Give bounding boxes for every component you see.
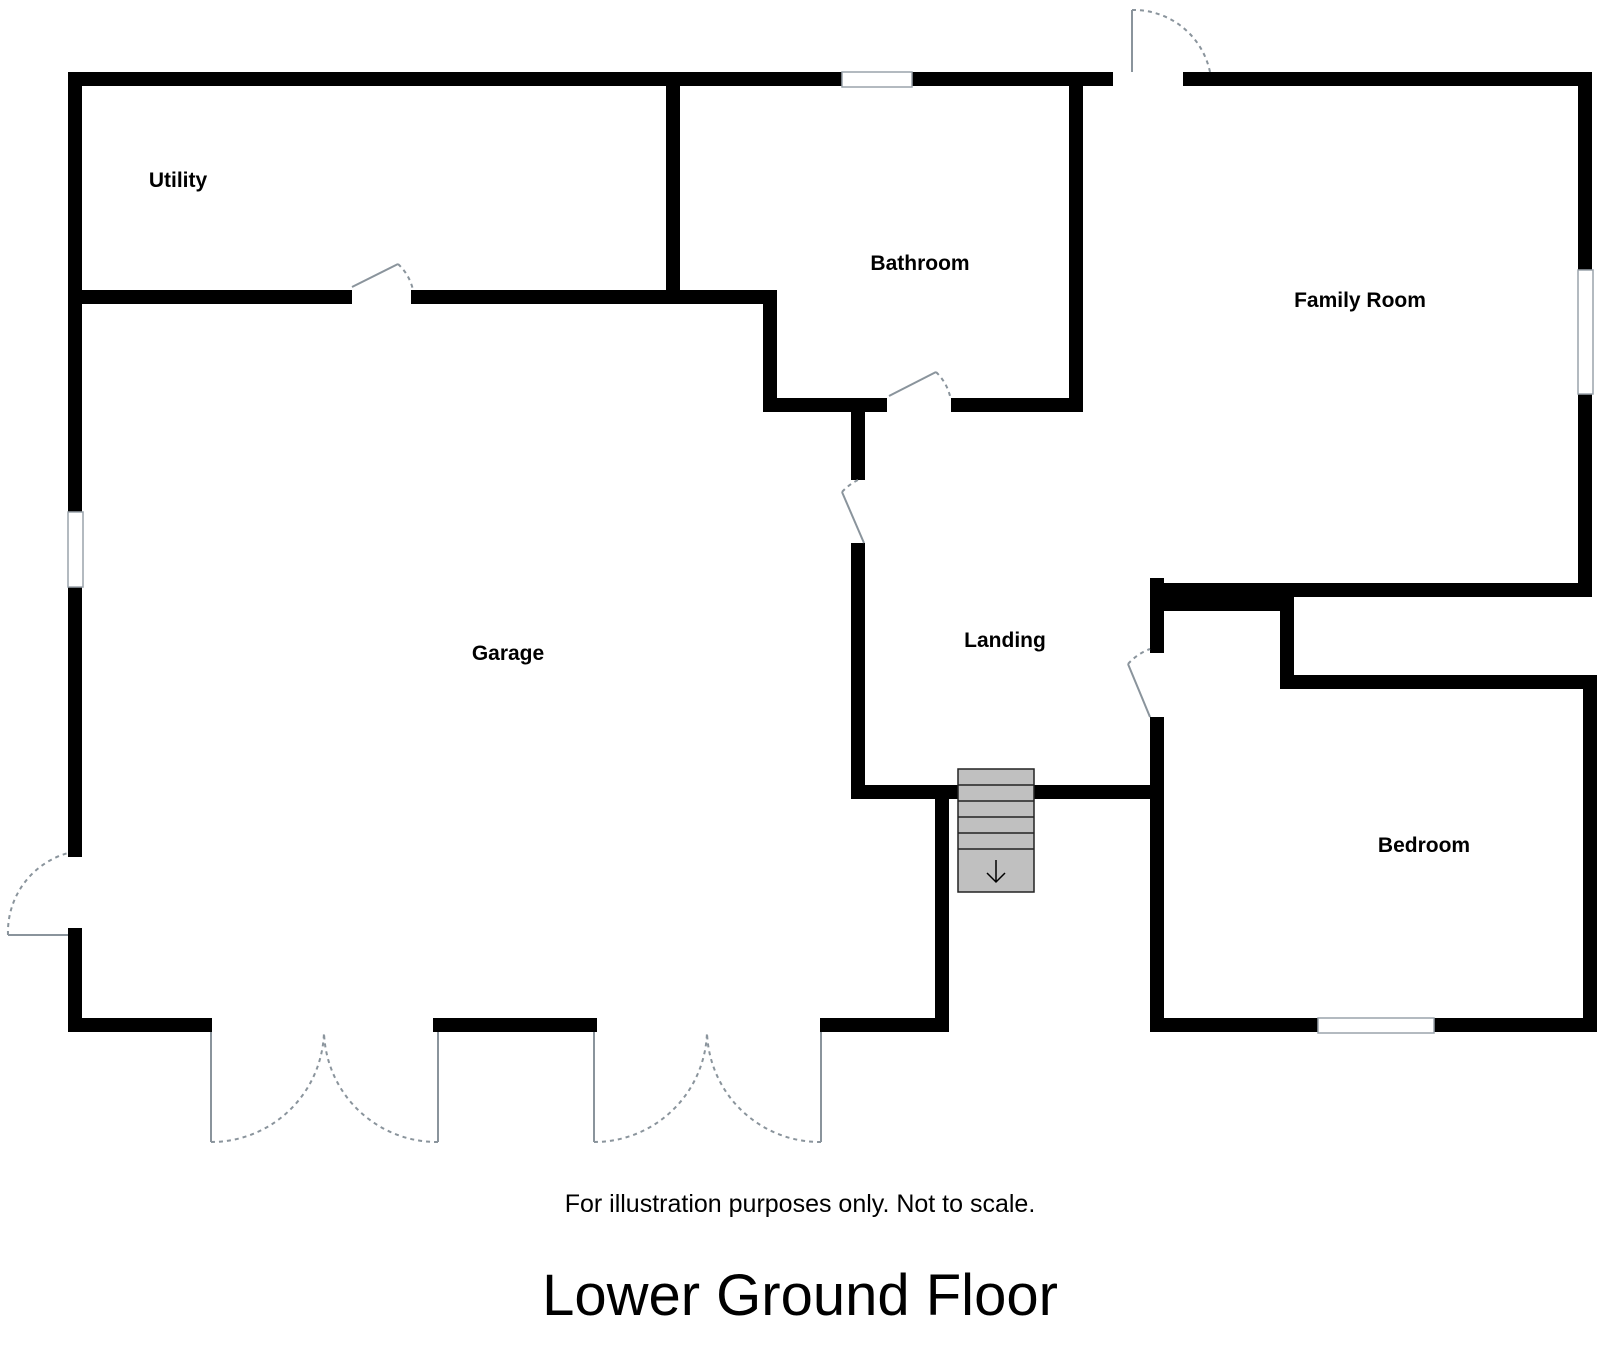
door-garage-side [6, 852, 69, 936]
room-label-bedroom: Bedroom [1378, 834, 1470, 857]
room-label-garage: Garage [472, 642, 544, 665]
garage-doors-left [210, 1031, 439, 1144]
window-bathroom [841, 71, 913, 88]
arrow-down-icon [986, 860, 1006, 884]
room-label-utility: Utility [149, 169, 208, 192]
disclaimer: For illustration purposes only. Not to s… [564, 1190, 1036, 1218]
window-garage [67, 511, 84, 588]
window-bedroom [1317, 1017, 1435, 1034]
windows [67, 71, 1594, 1034]
door-bedroom [1127, 648, 1151, 718]
doors [6, 8, 1211, 1144]
door-garage-landing [841, 479, 865, 544]
door-bathroom [888, 371, 951, 397]
room-label-bathroom: Bathroom [870, 252, 969, 275]
walls [68, 72, 1597, 1032]
stairs [957, 768, 1035, 893]
garage-doors-right [593, 1031, 822, 1144]
door-external-top [1131, 8, 1211, 73]
door-utility [351, 263, 414, 291]
floor-title: Lower Ground Floor [542, 1263, 1058, 1328]
room-label-landing: Landing [964, 629, 1046, 652]
room-label-family-room: Family Room [1294, 289, 1426, 312]
window-family-room [1577, 269, 1594, 395]
